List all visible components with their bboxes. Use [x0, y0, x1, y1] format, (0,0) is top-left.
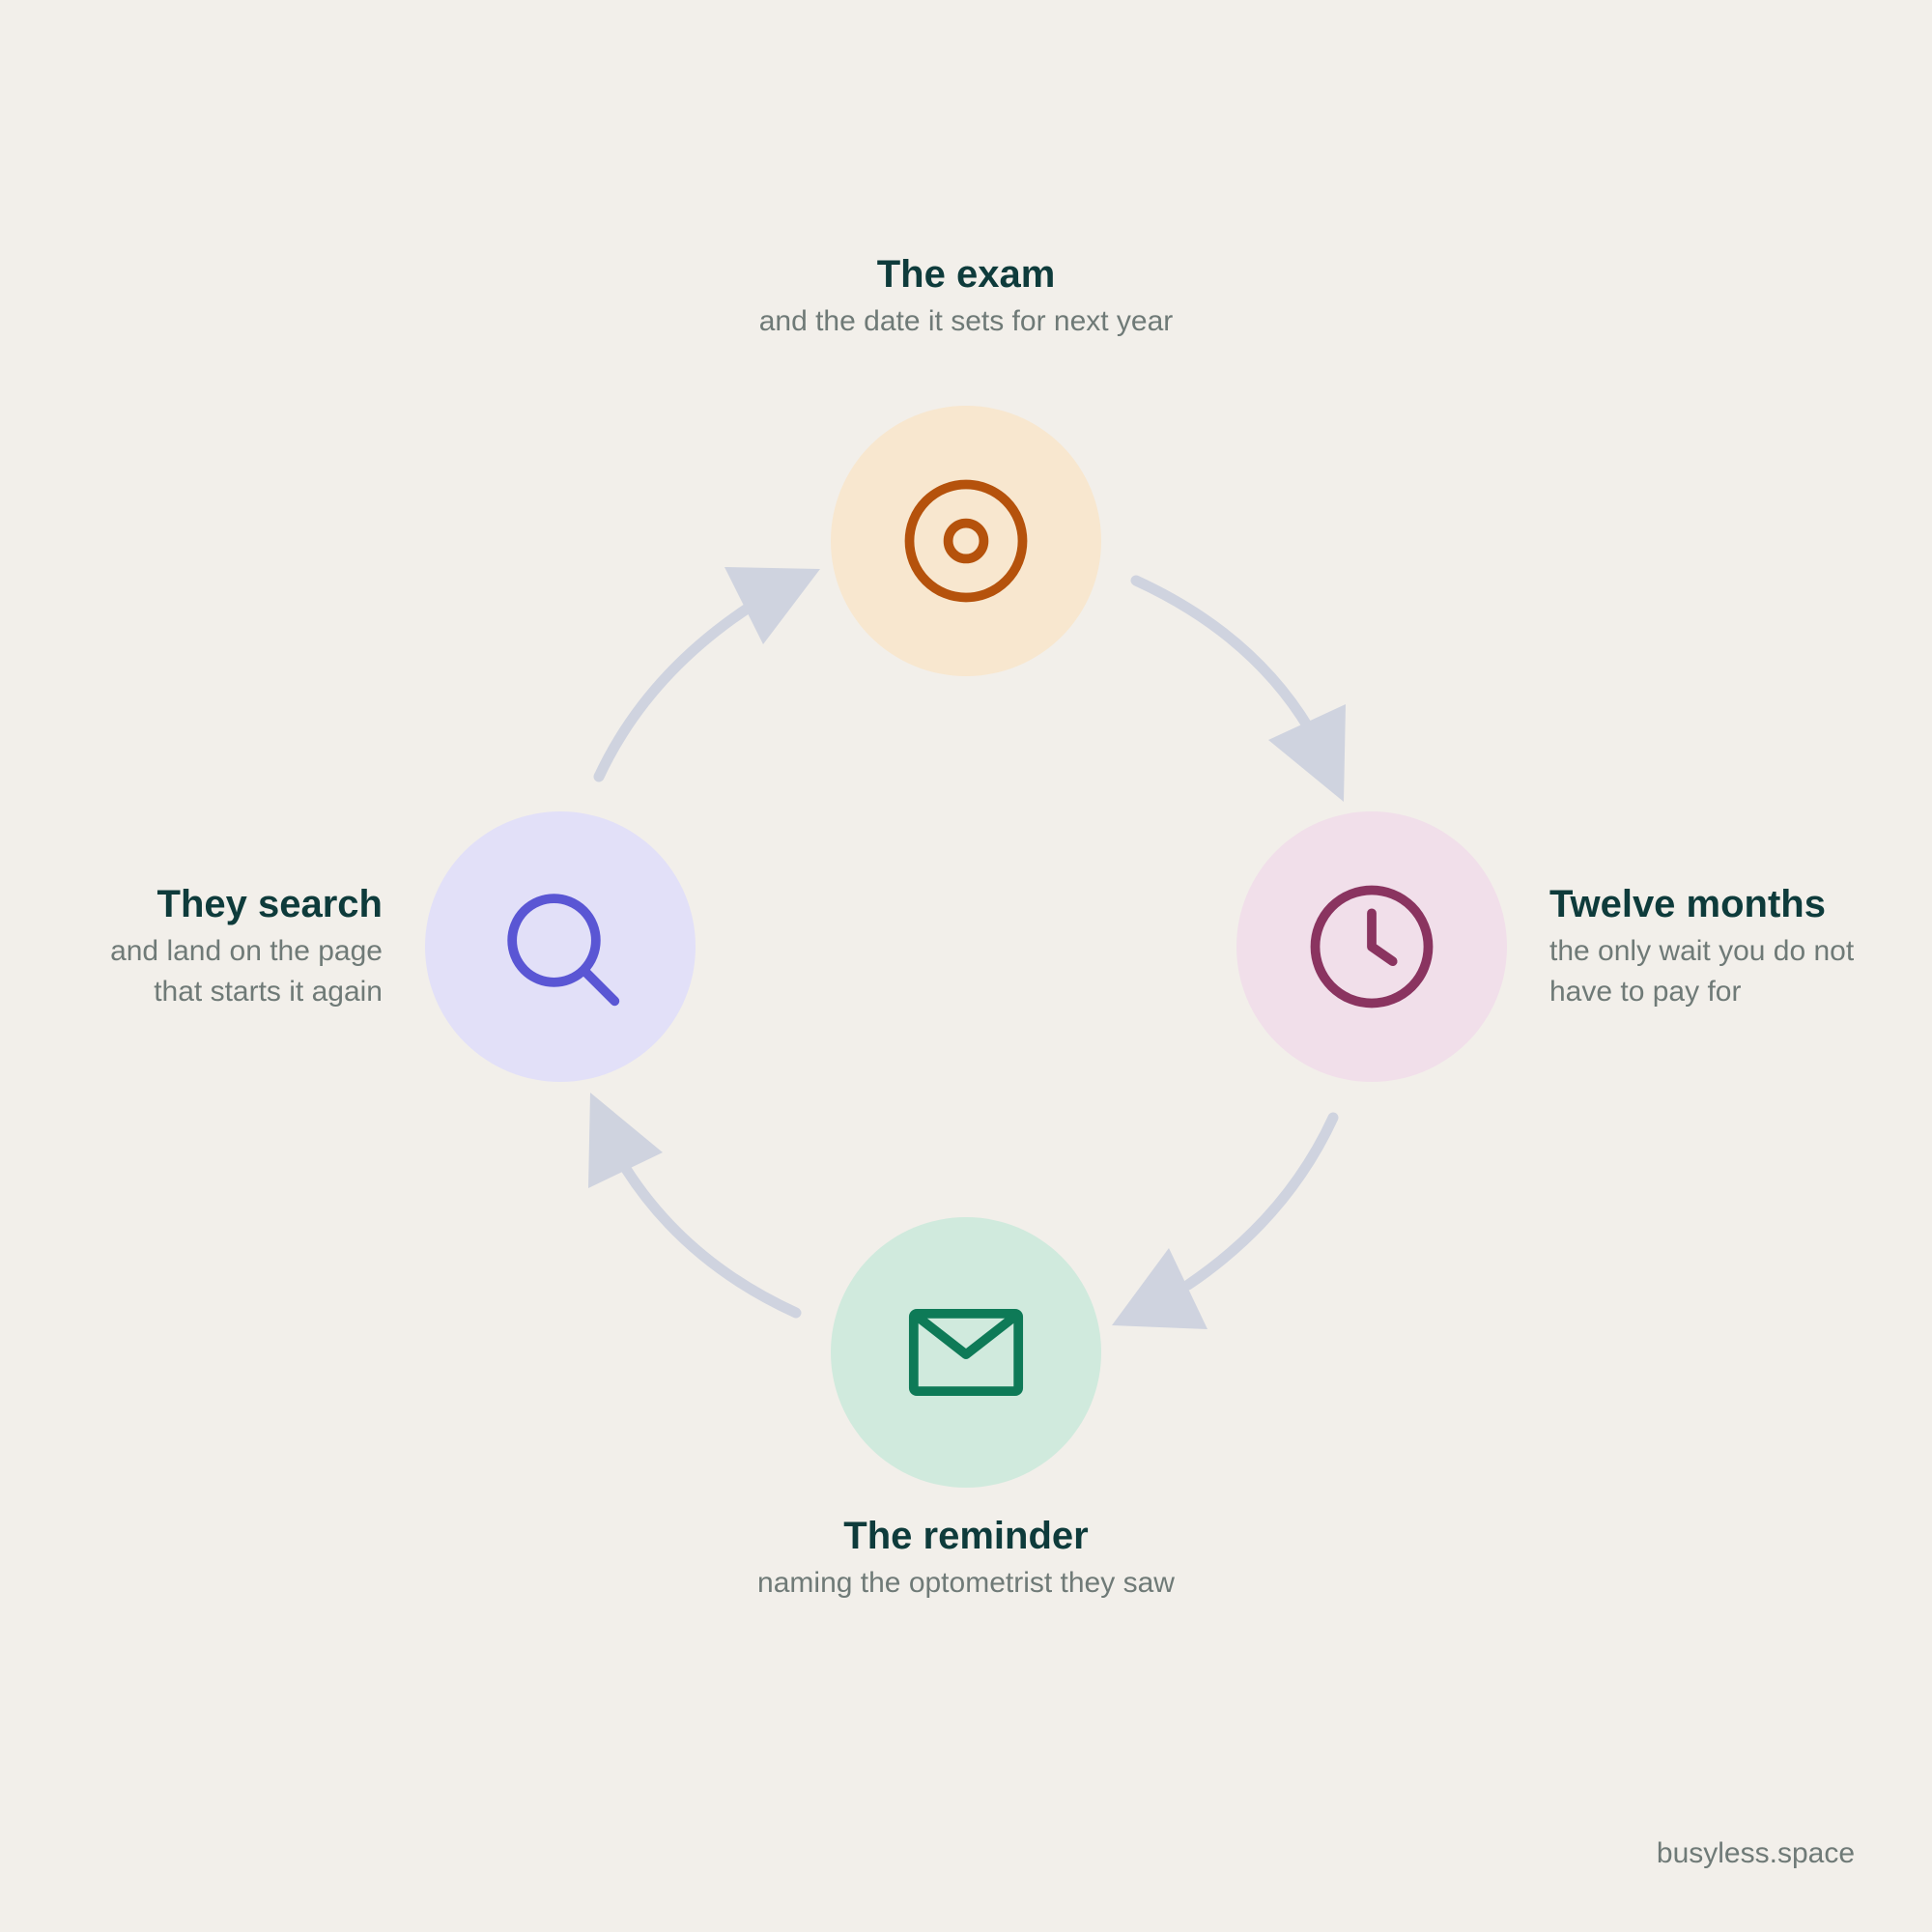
- node-they-search-circle: [425, 811, 696, 1082]
- node-exam-circle: [831, 406, 1101, 676]
- arrowhead-exam-to-twelve-months: [1268, 704, 1346, 802]
- arrow-exam-to-twelve-months: [1130, 575, 1315, 734]
- arrow-reminder-to-they-search: [620, 1163, 802, 1319]
- search-icon: [507, 894, 620, 1007]
- node-reminder-description: naming the optometrist they saw: [757, 1567, 1175, 1599]
- clock-icon: [1310, 885, 1434, 1009]
- node-twelve-months-title: Twelve months: [1549, 883, 1826, 925]
- node-twelve-months-label: Twelve months the only wait you do not h…: [1549, 881, 1917, 1012]
- arrowhead-reminder-to-they-search: [588, 1093, 663, 1188]
- node-exam-title: The exam: [876, 253, 1056, 296]
- node-twelve-months-description: the only wait you do not have to pay for: [1549, 935, 1855, 1008]
- arrow-they-search-to-exam: [593, 604, 752, 782]
- arrow-twelve-months-to-reminder: [1182, 1112, 1339, 1291]
- footer-brand: busyless.space: [1656, 1837, 1855, 1869]
- node-reminder-circle: [831, 1217, 1101, 1488]
- node-exam-label: The exam and the date it sets for next y…: [753, 251, 1179, 342]
- target-icon: [904, 479, 1028, 603]
- node-they-search-description: and land on the page that starts it agai…: [110, 935, 383, 1008]
- node-exam-description: and the date it sets for next year: [758, 305, 1174, 337]
- node-reminder-title: The reminder: [843, 1515, 1089, 1557]
- envelope-icon: [908, 1309, 1024, 1396]
- node-reminder-label: The reminder naming the optometrist they…: [753, 1513, 1179, 1604]
- node-twelve-months-circle: [1236, 811, 1507, 1082]
- node-they-search-title: They search: [156, 883, 383, 925]
- node-they-search-label: They search and land on the page that st…: [68, 881, 383, 1012]
- arrowhead-twelve-months-to-reminder: [1112, 1248, 1208, 1329]
- arrowhead-they-search-to-exam: [724, 567, 820, 644]
